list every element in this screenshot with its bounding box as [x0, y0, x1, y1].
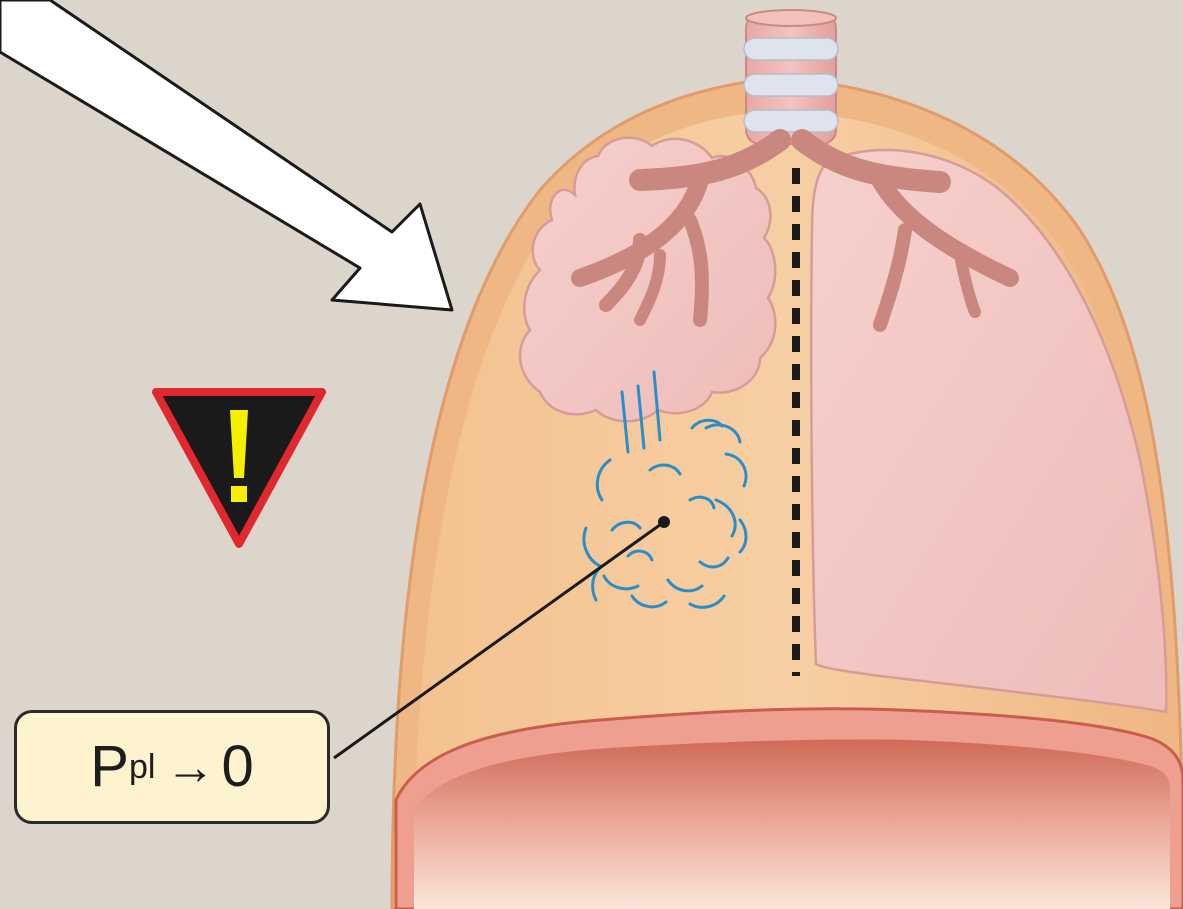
pressure-symbol: P: [90, 738, 129, 796]
trachea: [744, 10, 838, 144]
pressure-value: 0: [221, 738, 253, 796]
large-arrow-icon: [0, 0, 452, 310]
warning-triangle-icon: [156, 392, 322, 544]
pressure-subscript: pl: [129, 750, 155, 784]
arrow-icon: →: [165, 742, 215, 792]
diaphragm: [396, 709, 1183, 909]
normal-lung: [811, 150, 1166, 712]
